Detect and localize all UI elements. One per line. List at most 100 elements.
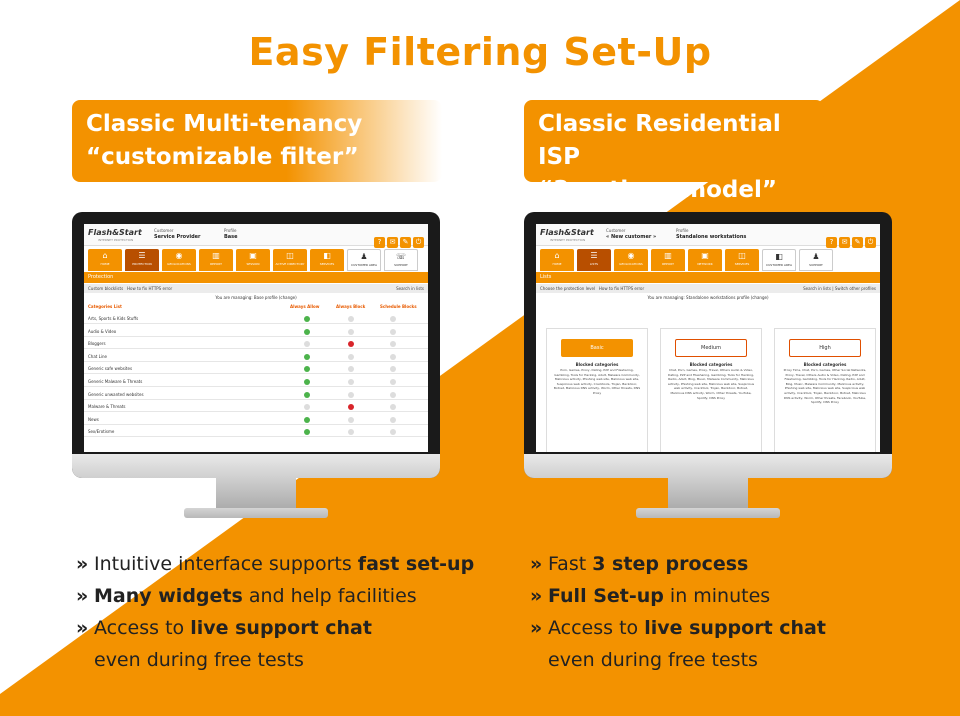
option-medium-button[interactable]: Medium (675, 339, 747, 357)
table-row[interactable]: News (84, 414, 428, 425)
nav-report[interactable]: ▥REPORT (199, 249, 233, 271)
power-icon[interactable]: ⏻ (413, 237, 424, 248)
schedule-radio[interactable] (390, 341, 396, 348)
nav-icon: ☏ (395, 252, 406, 261)
allow-radio[interactable] (304, 404, 310, 411)
nav-customer-area[interactable]: ◧CUSTOMER AREA (762, 249, 796, 271)
nav-active-directory[interactable]: ◫ACTIVE DIRECTORY (273, 249, 307, 271)
nav-report[interactable]: ▥REPORT (651, 249, 685, 271)
wrench-icon[interactable]: ✎ (400, 237, 411, 248)
mail-icon[interactable]: ✉ (387, 237, 398, 248)
block-radio[interactable] (348, 404, 354, 411)
allow-radio[interactable] (304, 379, 310, 385)
category-name: Bloggers (88, 341, 106, 347)
right-monitor: Flash&Start INTERNET PROTECTION Customer… (524, 212, 892, 524)
nav-lists[interactable]: ☰LISTS (577, 249, 611, 271)
table-row[interactable]: Malware & Threats (84, 401, 428, 413)
mail-icon[interactable]: ✉ (839, 237, 850, 248)
custom-blocklists-link[interactable]: Custom blocklists (88, 286, 124, 291)
search-lists-link[interactable]: Search in lists | Switch other profiles (803, 286, 876, 291)
table-row[interactable]: Bloggers (84, 338, 428, 350)
nav-protection[interactable]: ☰PROTECTION (125, 249, 159, 271)
nav-icon: ◧ (775, 252, 783, 261)
nav-network[interactable]: ▣NETWORK (688, 249, 722, 271)
wrench-icon[interactable]: ✎ (852, 237, 863, 248)
allow-radio[interactable] (304, 341, 310, 348)
table-row[interactable]: Generic safe websites (84, 363, 428, 375)
help-icon[interactable]: ? (374, 237, 385, 248)
table-row[interactable]: Sex/Erotisme (84, 426, 428, 438)
table-row[interactable]: Generic Malware & Threats (84, 376, 428, 387)
schedule-radio[interactable] (390, 353, 396, 360)
nav-geolocations[interactable]: ◉GEOLOCATIONS (162, 249, 196, 271)
allow-radio[interactable] (304, 366, 310, 373)
profile-select[interactable]: Profile Base (224, 228, 238, 240)
allow-radio[interactable] (304, 429, 310, 436)
nav-customer-area[interactable]: ♟CUSTOMER AREA (347, 249, 381, 271)
customer-select[interactable]: Customer « New customer » (606, 228, 657, 240)
table-row[interactable]: Audio & Video (84, 326, 428, 337)
category-name: News (88, 416, 99, 422)
table-row[interactable]: Chat Line (84, 351, 428, 362)
nav-label: CUSTOMER AREA (351, 263, 377, 267)
block-radio[interactable] (348, 366, 354, 373)
managing-profile-text: You are managing: Base profile (change) (215, 295, 297, 300)
nav-label: NETWORK (697, 262, 713, 266)
nav-home[interactable]: ⌂HOME (88, 249, 122, 271)
main-nav: ⌂HOME☰PROTECTION◉GEOLOCATIONS▥REPORT ▣ SES… (84, 248, 428, 272)
https-help-link[interactable]: How to fix HTTPS error (598, 286, 645, 291)
nav-label: REPORT (210, 262, 222, 266)
profile-select[interactable]: Profile Standalone workstations (676, 228, 747, 240)
schedule-radio[interactable] (390, 429, 396, 436)
screen-header: Flash&Start INTERNET PROTECTION Customer… (84, 224, 428, 248)
allow-radio[interactable] (304, 353, 310, 360)
nav-services[interactable]: ◧SERVICES (310, 249, 344, 271)
nav-label: SESSION (246, 262, 260, 266)
block-radio[interactable] (348, 416, 354, 423)
allow-radio[interactable] (304, 328, 310, 335)
https-help-link[interactable]: How to fix HTTPS error (127, 286, 173, 291)
customer-select[interactable]: Customer Service Provider (154, 228, 201, 240)
schedule-radio[interactable] (390, 316, 396, 322)
schedule-radio[interactable] (390, 366, 396, 373)
block-radio[interactable] (348, 328, 354, 335)
nav-icon: ☰ (590, 251, 598, 260)
category-name: Malware & Threats (88, 404, 126, 410)
block-radio[interactable] (348, 379, 354, 385)
allow-radio[interactable] (304, 391, 310, 398)
schedule-radio[interactable] (390, 379, 396, 385)
block-radio[interactable] (348, 341, 354, 348)
left-feature-list: »Intuitive interface supports fast set-u… (76, 548, 474, 676)
block-radio[interactable] (348, 316, 354, 322)
right-banner-line1: Classic Residential ISP (538, 111, 781, 170)
power-icon[interactable]: ⏻ (865, 237, 876, 248)
logo: Flash&Start (540, 228, 594, 237)
nav-label: SUPPORT (809, 263, 823, 267)
block-radio[interactable] (348, 429, 354, 436)
nav-home[interactable]: ⌂HOME (540, 249, 574, 271)
nav-support[interactable]: ♟SUPPORT (799, 249, 833, 271)
schedule-radio[interactable] (390, 328, 396, 335)
schedule-radio[interactable] (390, 404, 396, 411)
schedule-radio[interactable] (390, 416, 396, 423)
option-high-button[interactable]: High (789, 339, 861, 357)
nav-session[interactable]: ▣ SESSION (236, 249, 270, 271)
search-lists-link[interactable]: Search in lists (396, 286, 424, 291)
category-name: Chat Line (88, 353, 107, 359)
allow-radio[interactable] (304, 316, 310, 322)
table-row[interactable]: Generic unwanted websites (84, 389, 428, 400)
table-row[interactable]: Arts, Sports & Kids Stuffs (84, 313, 428, 324)
help-icon[interactable]: ? (826, 237, 837, 248)
schedule-radio[interactable] (390, 391, 396, 398)
col-categories: Categories List (88, 304, 122, 309)
block-radio[interactable] (348, 391, 354, 398)
protection-level-link[interactable]: Choose the protection level (540, 286, 596, 291)
option-basic-button[interactable]: Basic (561, 339, 633, 357)
allow-radio[interactable] (304, 416, 310, 423)
nav-support[interactable]: ☏ SUPPORT (384, 249, 418, 271)
block-radio[interactable] (348, 353, 354, 360)
nav-services[interactable]: ◫SERVICES (725, 249, 759, 271)
nav-icon: ▣ (249, 251, 257, 260)
nav-label: SUPPORT (394, 263, 408, 267)
nav-geolocations[interactable]: ◉GEOLOCATIONS (614, 249, 648, 271)
